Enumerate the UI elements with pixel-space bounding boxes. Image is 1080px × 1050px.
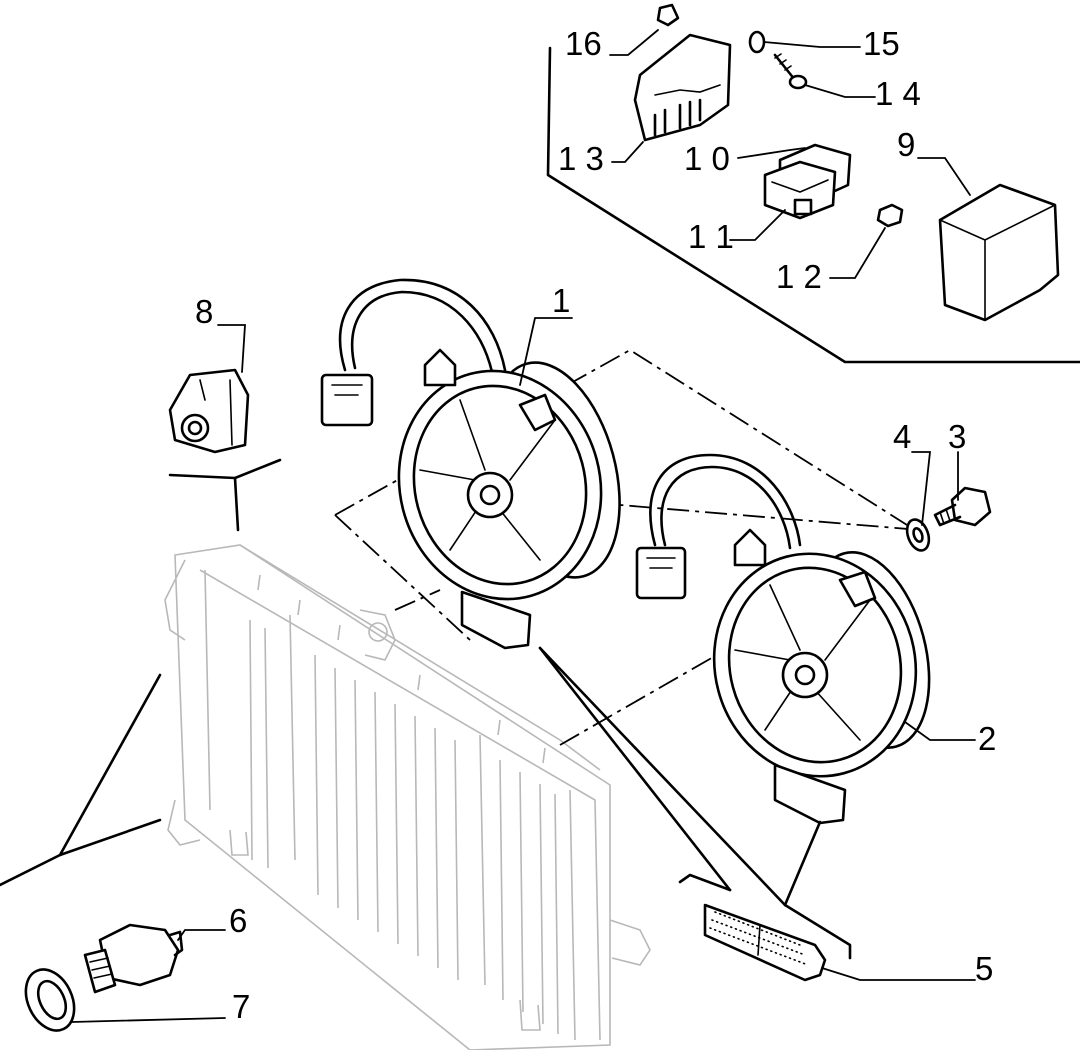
callout-4: 4 bbox=[893, 418, 911, 455]
thermal-switch bbox=[83, 923, 184, 994]
callout-7: 7 bbox=[232, 988, 250, 1025]
callout-2: 2 bbox=[978, 720, 996, 757]
relay bbox=[763, 143, 852, 220]
sealing-washer bbox=[24, 968, 76, 1032]
callout-15: 15 bbox=[863, 25, 900, 62]
relay-holder-plate bbox=[633, 3, 732, 142]
callout-11: 1 1 bbox=[688, 218, 734, 255]
callout-labels: 1 2 3 4 5 6 7 8 9 1 0 1 1 1 2 1 3 1 4 15… bbox=[195, 25, 996, 1025]
callout-5: 5 bbox=[975, 950, 993, 987]
callout-13: 1 3 bbox=[558, 140, 604, 177]
small-connector bbox=[876, 203, 904, 228]
radiator bbox=[164, 544, 651, 1050]
callout-1: 1 bbox=[552, 282, 570, 319]
callout-6: 6 bbox=[229, 902, 247, 939]
cooling-fan-2 bbox=[635, 453, 931, 825]
callout-16: 16 bbox=[565, 25, 602, 62]
inset-frame bbox=[546, 46, 1080, 364]
leader-lines bbox=[0, 29, 976, 1023]
relay-cover bbox=[938, 183, 1060, 322]
callout-8: 8 bbox=[195, 293, 213, 330]
relay-screw bbox=[773, 53, 808, 90]
washer bbox=[905, 518, 931, 552]
relay-washer bbox=[748, 30, 766, 54]
mounting-bracket bbox=[168, 368, 250, 454]
bolt bbox=[933, 486, 992, 527]
callout-14: 1 4 bbox=[875, 75, 921, 112]
callout-9: 9 bbox=[897, 126, 915, 163]
foam-pad bbox=[703, 903, 827, 982]
callout-10: 1 0 bbox=[684, 140, 730, 177]
callout-12: 1 2 bbox=[776, 258, 822, 295]
cooling-fan-1 bbox=[320, 278, 621, 650]
callout-3: 3 bbox=[948, 418, 966, 455]
